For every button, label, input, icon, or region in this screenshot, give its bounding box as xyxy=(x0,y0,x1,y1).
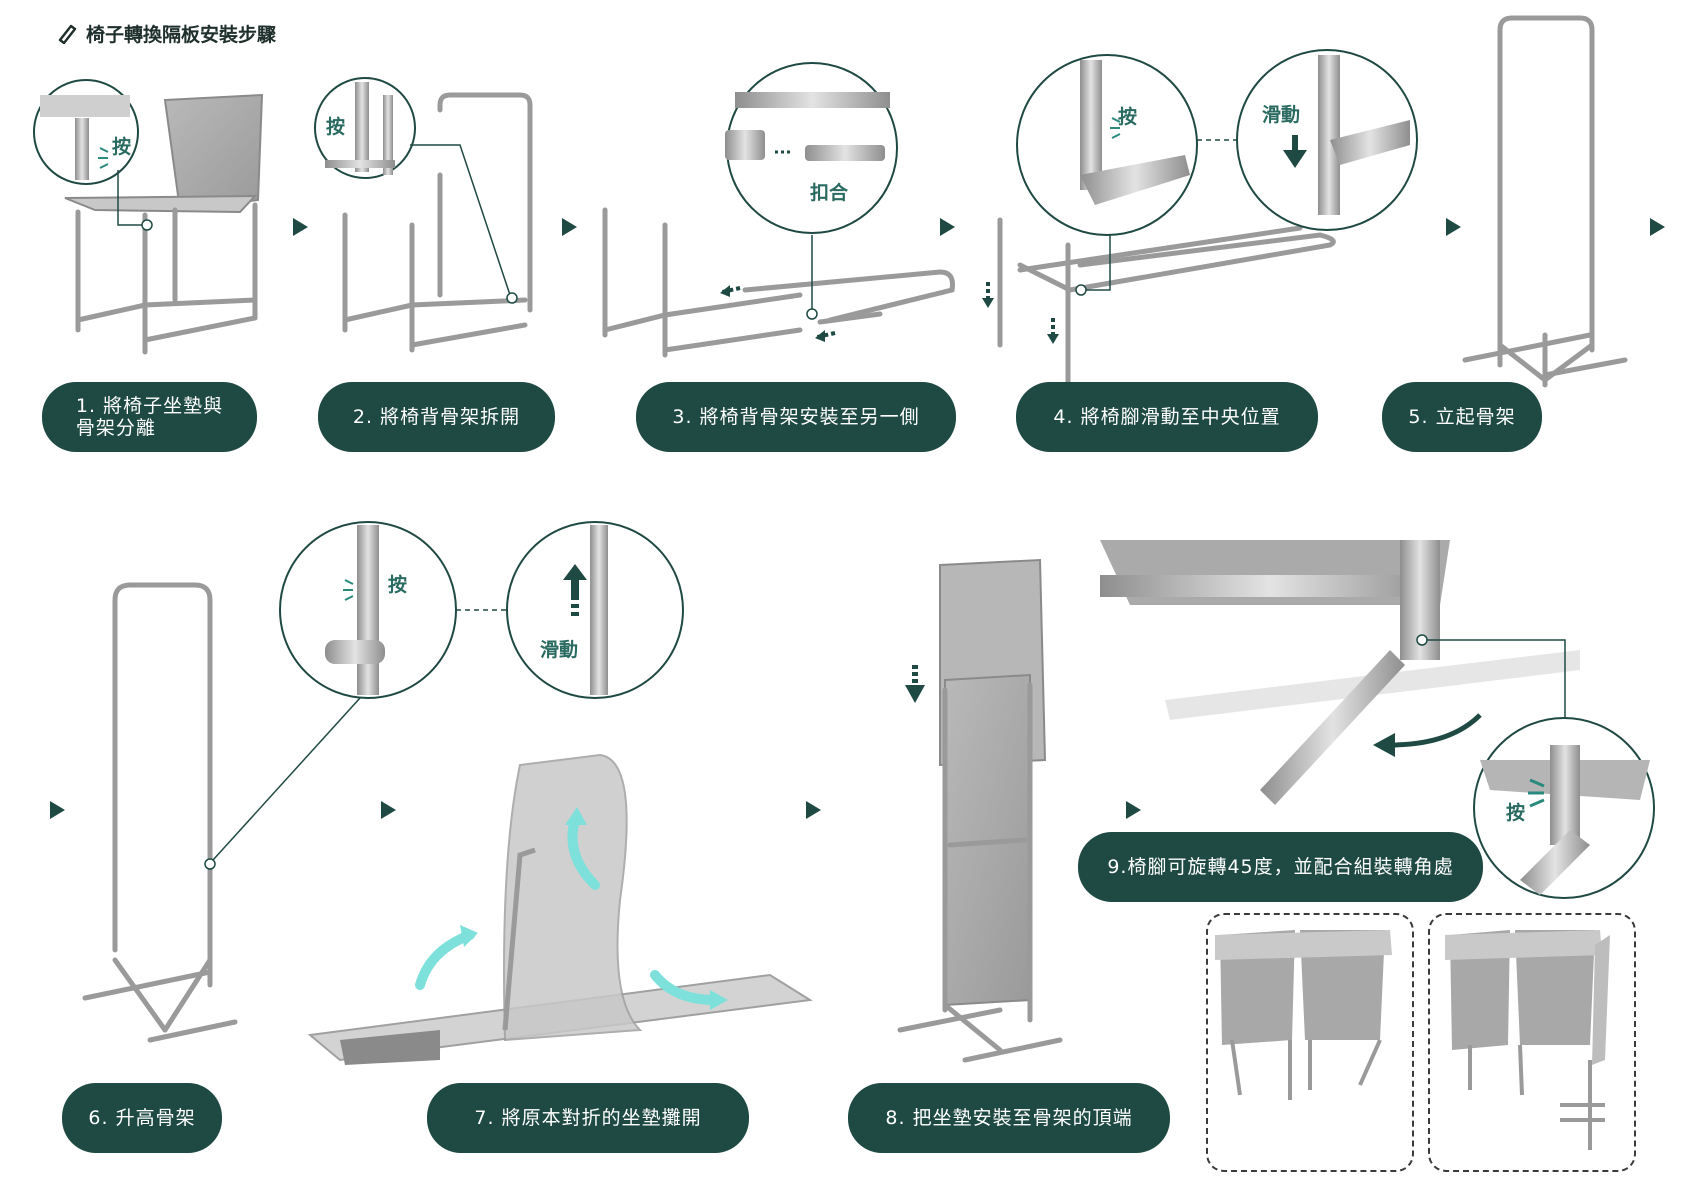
step4-zoom-a xyxy=(1016,54,1198,296)
callout-press-9: 按 xyxy=(1506,802,1526,824)
callout-press-1: 按 xyxy=(112,136,132,158)
callout-press-2: 按 xyxy=(326,116,346,138)
step-2-label: 2. 將椅背骨架拆開 xyxy=(318,382,555,452)
step1-chair xyxy=(64,93,264,355)
callout-snap: 扣合 xyxy=(810,182,849,204)
page-title: 椅子轉換隔板安裝步驟 xyxy=(56,20,276,46)
example-box-b xyxy=(1428,913,1636,1172)
step-7-label: 7. 將原本對折的坐墊攤開 xyxy=(427,1083,749,1153)
thumb-b xyxy=(1445,930,1610,1150)
pencil-icon xyxy=(58,24,77,44)
step2-zoom xyxy=(314,77,518,304)
arrow-right-icon xyxy=(1446,218,1461,236)
step4-frame xyxy=(997,217,1336,388)
step-3-label: 3. 將椅背骨架安裝至另一側 xyxy=(636,382,956,452)
step3-zoom xyxy=(725,62,898,320)
arrow-right-icon xyxy=(1126,801,1141,819)
step6-zoom-a xyxy=(204,521,457,870)
arrow-right-icon xyxy=(1650,218,1665,236)
callout-slide-4: 滑動 xyxy=(1262,104,1301,126)
step9-zoom xyxy=(1473,717,1655,899)
step-6-label: 6. 升高骨架 xyxy=(62,1083,222,1153)
step6-frame xyxy=(82,582,238,1043)
step-1-label: 1. 將椅子坐墊與 骨架分離 xyxy=(42,382,257,452)
step4-zoom-b xyxy=(1236,49,1418,231)
step1-zoom xyxy=(33,79,153,231)
step6-zoom-b xyxy=(506,521,684,699)
example-box-a xyxy=(1206,913,1414,1172)
arrow-right-icon xyxy=(50,801,65,819)
step2-frame xyxy=(342,92,533,353)
step8-panel xyxy=(897,558,1063,1063)
arrow-right-icon xyxy=(562,218,577,236)
step-9-label: 9.椅腳可旋轉45度，並配合組裝轉角處 xyxy=(1078,832,1483,902)
step-4-label: 4. 將椅腳滑動至中央位置 xyxy=(1016,382,1318,452)
arrow-right-icon xyxy=(381,801,396,819)
thumb-a xyxy=(1215,930,1392,1100)
step-5-label: 5. 立起骨架 xyxy=(1382,382,1542,452)
title-text: 椅子轉換隔板安裝步驟 xyxy=(86,23,277,46)
arrow-right-icon xyxy=(293,218,308,236)
step-8-label: 8. 把坐墊安裝至骨架的頂端 xyxy=(848,1083,1170,1153)
arrow-right-icon xyxy=(806,801,821,819)
callout-slide-6: 滑動 xyxy=(540,639,579,661)
step9-joint xyxy=(1100,540,1580,805)
arrow-right-icon xyxy=(940,218,955,236)
step3-frame xyxy=(602,207,955,358)
callout-press-4: 按 xyxy=(1118,106,1138,128)
callout-press-6: 按 xyxy=(388,574,408,596)
step5-frame xyxy=(1462,15,1628,388)
step7-seat xyxy=(307,753,813,1065)
